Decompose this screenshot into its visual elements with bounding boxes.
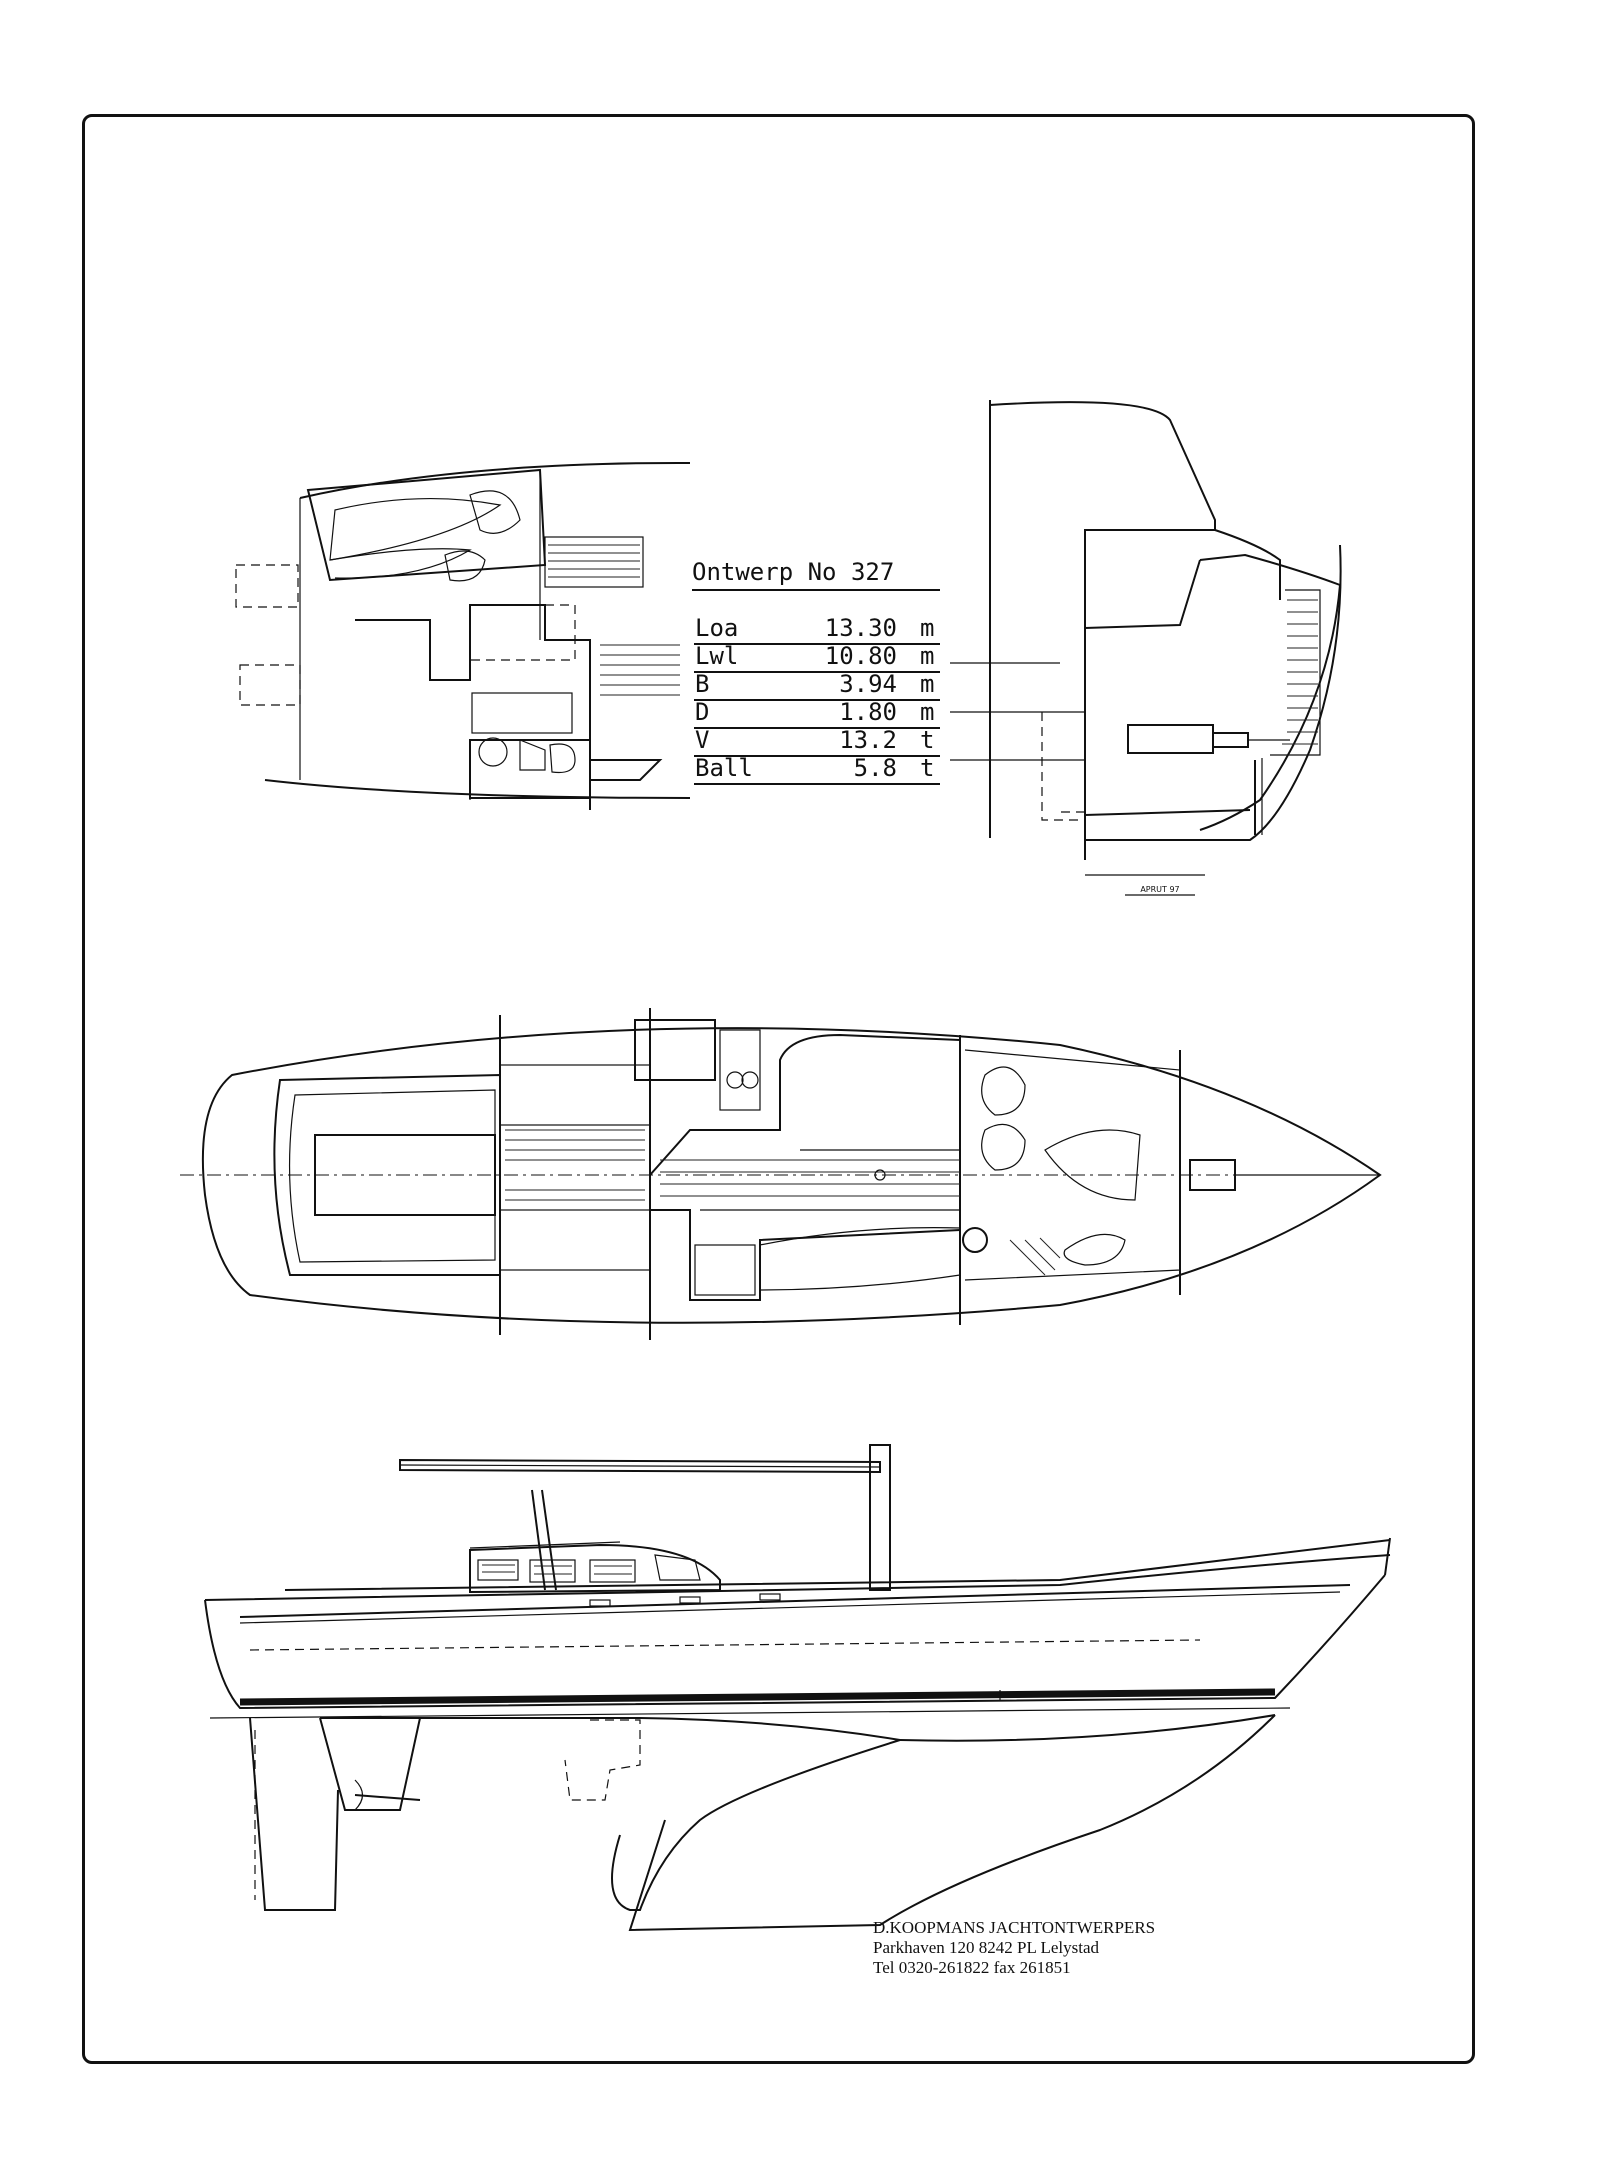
spec-row-ballast: Ball 5.8 t xyxy=(694,754,940,785)
svg-text:m: m xyxy=(920,670,934,698)
svg-text:m: m xyxy=(920,698,934,726)
svg-text:13.30: 13.30 xyxy=(825,614,897,642)
designer-contact: Tel 0320-261822 fax 261851 xyxy=(873,1958,1071,1977)
svg-text:Lwl: Lwl xyxy=(695,642,738,670)
partial-accommodation-plan xyxy=(235,461,691,810)
svg-text:Loa: Loa xyxy=(695,614,738,642)
svg-text:m: m xyxy=(920,642,934,670)
svg-text:V: V xyxy=(695,726,709,754)
svg-text:t: t xyxy=(920,726,934,754)
spec-row-lwl: Lwl 10.80 m xyxy=(694,642,940,673)
section-stamp: APRUT 97 xyxy=(1140,885,1179,894)
spec-row-draft: D 1.80 m xyxy=(694,698,940,729)
spec-row-loa: Loa 13.30 m xyxy=(694,614,940,645)
svg-text:B: B xyxy=(695,670,709,698)
designer-name: D.KOOPMANS JACHTONTWERPERS xyxy=(873,1918,1156,1937)
body-section-view: APRUT 97 xyxy=(950,400,1342,896)
svg-text:t: t xyxy=(920,754,934,782)
sheet-border xyxy=(82,114,1475,2064)
svg-text:1.80: 1.80 xyxy=(839,698,897,726)
svg-text:Ball: Ball xyxy=(695,754,753,782)
accommodation-plan-view xyxy=(180,1008,1382,1340)
spec-row-beam: B 3.94 m xyxy=(694,670,940,701)
designer-title-block: D.KOOPMANS JACHTONTWERPERS Parkhaven 120… xyxy=(873,1918,1293,1978)
designer-address: Parkhaven 120 8242 PL Lelystad xyxy=(873,1938,1099,1957)
spec-row-displacement: V 13.2 t xyxy=(694,726,940,757)
design-title: Ontwerp No 327 xyxy=(692,558,894,586)
design-spec-table: Ontwerp No 327 Loa 13.30 m Lwl 10.80 m B… xyxy=(692,558,940,785)
svg-text:10.80: 10.80 xyxy=(825,642,897,670)
svg-text:13.2: 13.2 xyxy=(839,726,897,754)
svg-text:D: D xyxy=(695,698,709,726)
svg-text:m: m xyxy=(920,614,934,642)
svg-text:5.8: 5.8 xyxy=(854,754,897,782)
profile-view xyxy=(204,1444,1391,1932)
svg-text:3.94: 3.94 xyxy=(839,670,897,698)
